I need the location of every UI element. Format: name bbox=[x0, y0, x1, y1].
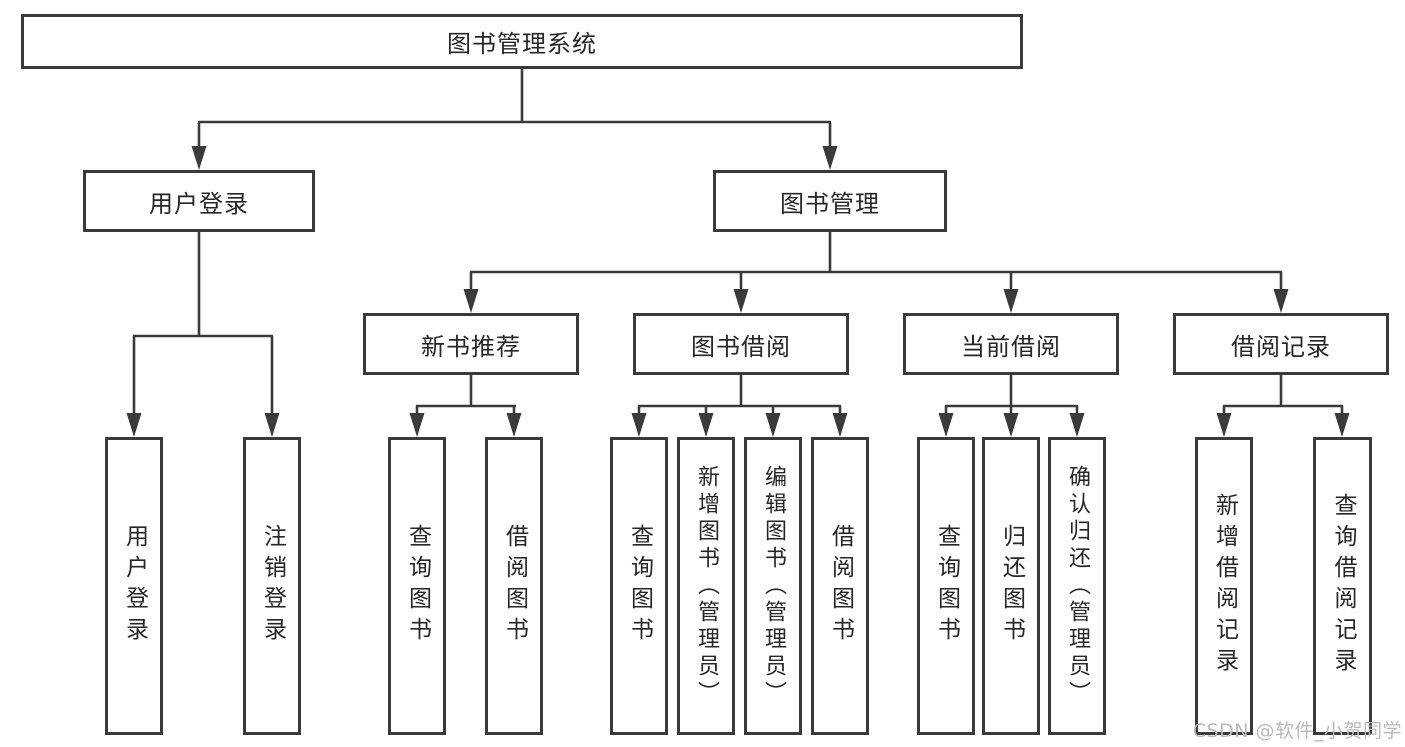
leaf-query-borrow-record: 查询借阅记录 bbox=[1313, 437, 1372, 735]
leaf-add-borrow-record: 新增借阅记录 bbox=[1195, 437, 1253, 735]
leaf-confirm-return-admin: 确认归还（管理员） bbox=[1048, 437, 1106, 735]
leaf-query-books-borrow: 查询图书 bbox=[610, 437, 668, 735]
node-current-borrowing: 当前借阅 bbox=[903, 313, 1119, 375]
node-user-login: 用户登录 bbox=[83, 170, 315, 232]
node-borrowing-records: 借阅记录 bbox=[1173, 313, 1389, 375]
csdn-watermark: CSDN @软件_小贺同学 bbox=[1192, 720, 1402, 742]
node-book-management: 图书管理 bbox=[713, 170, 947, 232]
leaf-borrow-books-recommend: 借阅图书 bbox=[485, 437, 543, 735]
leaf-add-book-admin: 新增图书（管理员） bbox=[677, 437, 735, 735]
leaf-edit-book-admin: 编辑图书（管理员） bbox=[744, 437, 802, 735]
leaf-logout: 注销登录 bbox=[243, 437, 301, 735]
leaf-return-books: 归还图书 bbox=[982, 437, 1040, 735]
leaf-query-books-current: 查询图书 bbox=[917, 437, 975, 735]
leaf-borrow-books: 借阅图书 bbox=[811, 437, 869, 735]
leaf-user-login: 用户登录 bbox=[105, 437, 163, 735]
node-new-book-recommend: 新书推荐 bbox=[363, 313, 579, 375]
node-system-root: 图书管理系统 bbox=[21, 14, 1023, 69]
leaf-query-books-recommend: 查询图书 bbox=[388, 437, 446, 735]
node-book-borrowing: 图书借阅 bbox=[633, 313, 849, 375]
